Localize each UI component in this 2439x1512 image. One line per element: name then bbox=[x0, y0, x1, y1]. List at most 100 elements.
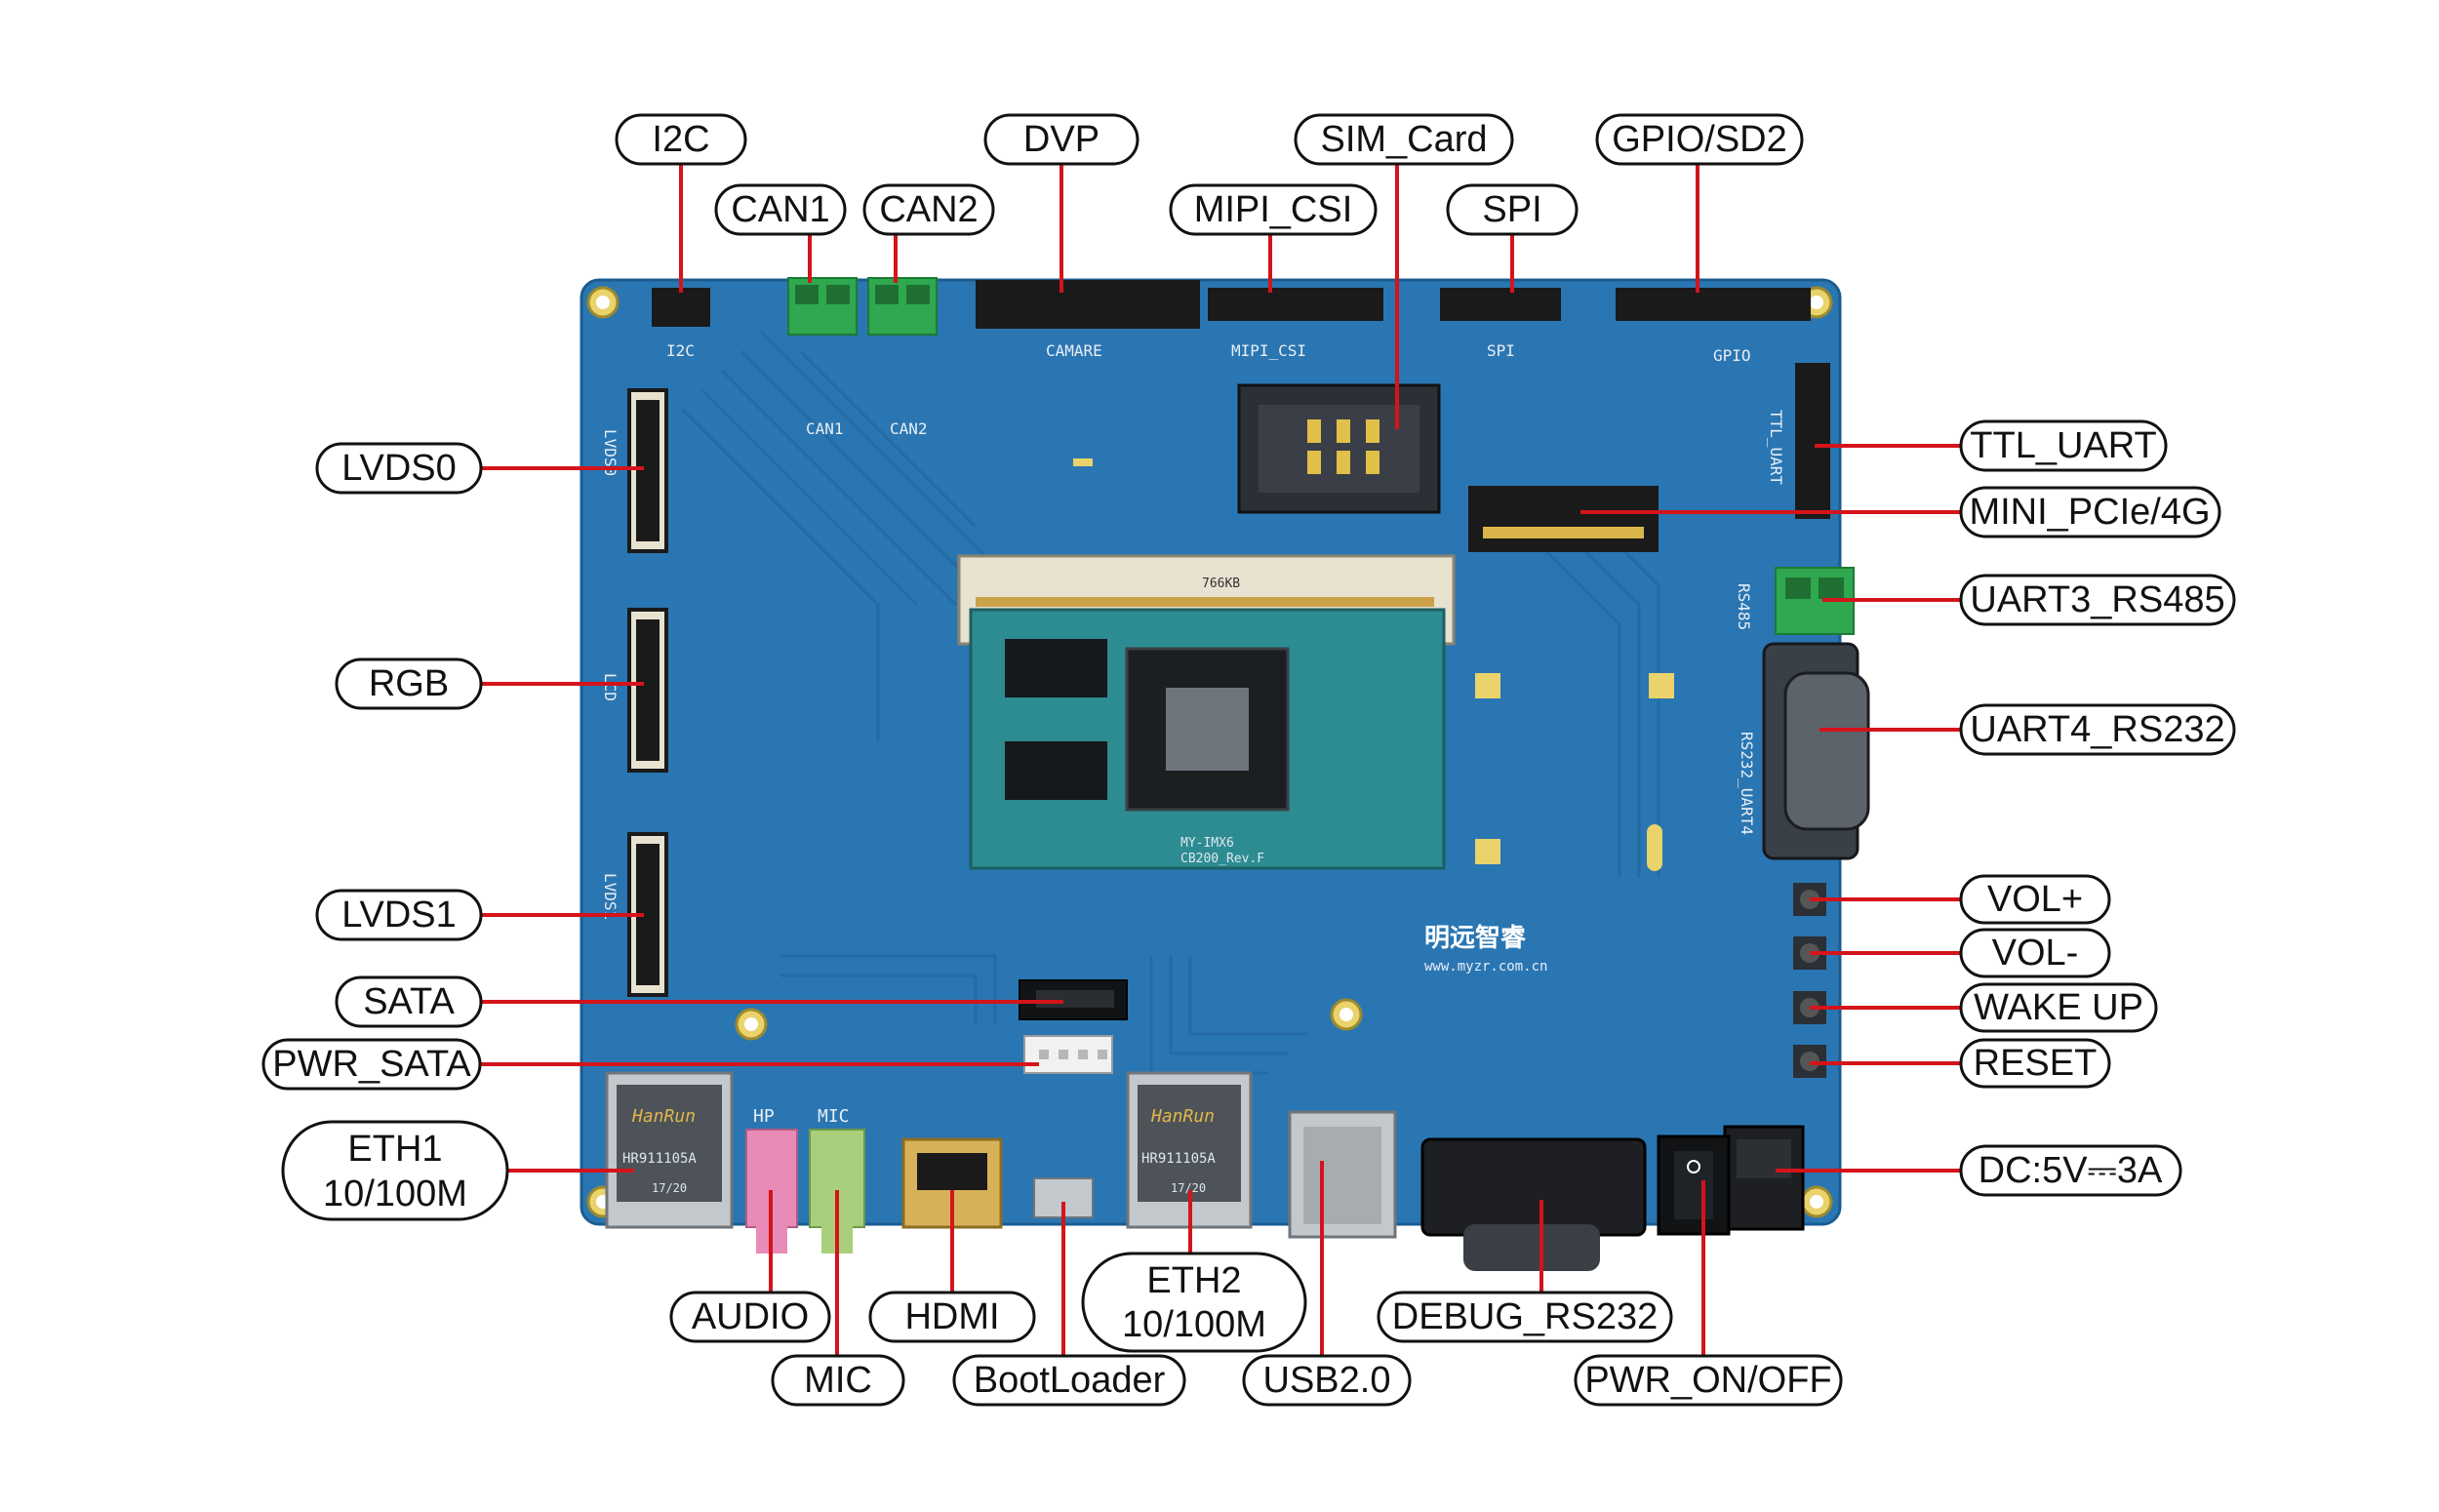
callout-ttl-uart-text: TTL_UART bbox=[1970, 425, 2156, 466]
callout-mic-text: MIC bbox=[804, 1360, 872, 1401]
callout-sata: SATA bbox=[335, 975, 483, 1028]
callout-sata-text: SATA bbox=[363, 981, 455, 1022]
header-spi: SPI bbox=[1440, 288, 1561, 360]
callout-vol-minus-text: VOL- bbox=[1992, 933, 2079, 974]
callout-vol-minus: VOL- bbox=[1959, 928, 2111, 978]
usb-port bbox=[1288, 1110, 1397, 1239]
callout-can1-text: CAN1 bbox=[731, 189, 829, 230]
callout-vol-plus-text: VOL+ bbox=[1987, 879, 2083, 920]
callout-mipi-csi: MIPI_CSI bbox=[1169, 183, 1378, 236]
callout-gpio-sd2: GPIO/SD2 bbox=[1595, 113, 1804, 166]
leader-lines bbox=[480, 163, 1961, 1356]
header-mipi-csi: MIPI_CSI bbox=[1208, 288, 1383, 360]
callout-uart4-text: UART4_RS232 bbox=[1970, 709, 2224, 750]
callout-dc-text: DC:5V⎓3A bbox=[1979, 1150, 2163, 1191]
module-rev: CB200_Rev.F bbox=[1180, 852, 1264, 866]
callout-uart3-text: UART3_RS485 bbox=[1970, 579, 2224, 620]
callout-lvds0-text: LVDS0 bbox=[341, 448, 457, 489]
silk-mipi-csi: MIPI_CSI bbox=[1231, 341, 1306, 360]
mini-pcie-slot bbox=[1468, 486, 1659, 552]
callout-bootloader: BootLoader bbox=[952, 1354, 1186, 1407]
callout-pwr-sata: PWR_SATA bbox=[261, 1038, 482, 1091]
silk-hp: HP bbox=[753, 1106, 775, 1127]
eth1-part: HR911105A bbox=[622, 1151, 697, 1167]
silk-gpio: GPIO bbox=[1713, 346, 1751, 365]
callout-hdmi: HDMI bbox=[868, 1291, 1036, 1343]
silk-rs232-uart4: RS232_UART4 bbox=[1738, 732, 1756, 835]
callout-eth1-text-line2: 10/100M bbox=[323, 1174, 467, 1214]
callout-bootloader-text: BootLoader bbox=[974, 1360, 1166, 1401]
db9-uart4: RS232_UART4 bbox=[1738, 642, 1870, 860]
callout-mini-pcie: MINI_PCIe/4G bbox=[1959, 486, 2221, 538]
callout-uart3: UART3_RS485 bbox=[1959, 574, 2236, 626]
callout-i2c: I2C bbox=[615, 113, 747, 166]
callouts: I2C CAN1 CAN2 DVP MIPI_CSI SIM_Card SPI … bbox=[261, 113, 2236, 1407]
header-ttl-uart: TTL_UART bbox=[1767, 363, 1830, 519]
callout-dvp: DVP bbox=[983, 113, 1140, 166]
power-switch bbox=[1657, 1134, 1731, 1236]
callout-hdmi-text: HDMI bbox=[904, 1296, 999, 1337]
eth2-date: 17/20 bbox=[1171, 1181, 1206, 1195]
callout-audio-text: AUDIO bbox=[692, 1296, 809, 1337]
callout-sim-card-text: SIM_Card bbox=[1320, 119, 1487, 160]
callout-can1: CAN1 bbox=[714, 183, 847, 236]
callout-lvds0: LVDS0 bbox=[315, 442, 483, 495]
callout-gpio-sd2-text: GPIO/SD2 bbox=[1612, 119, 1787, 160]
sim-card-slot bbox=[1237, 383, 1441, 514]
terminal-can1: CAN1 bbox=[787, 277, 858, 438]
silk-rs485: RS485 bbox=[1735, 583, 1753, 630]
callout-can2-text: CAN2 bbox=[879, 189, 978, 230]
rj45-eth1: HanRun HR911105A 17/20 bbox=[605, 1071, 734, 1229]
callout-uart4: UART4_RS232 bbox=[1959, 703, 2236, 756]
callout-eth2-text-line2: 10/100M bbox=[1122, 1304, 1266, 1345]
callout-dvp-text: DVP bbox=[1023, 119, 1100, 160]
eth2-brand: HanRun bbox=[1150, 1106, 1215, 1127]
callout-vol-plus: VOL+ bbox=[1959, 874, 2111, 925]
callout-pwr-onoff-text: PWR_ON/OFF bbox=[1584, 1360, 1831, 1401]
callout-eth1-text-line1: ETH1 bbox=[347, 1129, 442, 1170]
silk-can2: CAN2 bbox=[890, 419, 928, 438]
silk-lcd: LCD bbox=[601, 673, 620, 701]
som-module: MY-IMX6 CB200_Rev.F bbox=[969, 608, 1446, 870]
callout-usb: USB2.0 bbox=[1242, 1354, 1412, 1407]
callout-dc: DC:5V⎓3A bbox=[1959, 1144, 2182, 1197]
silk-can1: CAN1 bbox=[806, 419, 844, 438]
callout-rgb: RGB bbox=[335, 657, 483, 710]
dc-jack bbox=[1723, 1125, 1805, 1231]
eth1-date: 17/20 bbox=[652, 1181, 687, 1195]
header-i2c: I2C bbox=[652, 288, 710, 360]
callout-eth2: ETH2 10/100M bbox=[1081, 1252, 1307, 1353]
callout-mipi-csi-text: MIPI_CSI bbox=[1194, 189, 1353, 230]
silk-mic: MIC bbox=[818, 1106, 850, 1127]
callout-usb-text: USB2.0 bbox=[1263, 1360, 1391, 1401]
callout-pwr-onoff: PWR_ON/OFF bbox=[1574, 1354, 1843, 1407]
callout-mic: MIC bbox=[771, 1354, 905, 1407]
pwr-sata-connector bbox=[1023, 1035, 1113, 1074]
brand-url: www.myzr.com.cn bbox=[1424, 959, 1547, 975]
callout-wake-up: WAKE UP bbox=[1959, 982, 2158, 1033]
callout-rgb-text: RGB bbox=[369, 663, 449, 704]
silk-lvds0: LVDS0 bbox=[601, 429, 620, 476]
brand-cn: 明远智睿 bbox=[1424, 924, 1527, 953]
brand-silk: 明远智睿 www.myzr.com.cn bbox=[1424, 924, 1547, 975]
callout-wake-up-text: WAKE UP bbox=[1974, 987, 2143, 1028]
callout-i2c-text: I2C bbox=[652, 119, 709, 160]
header-gpio: GPIO bbox=[1616, 288, 1811, 365]
socket-code: 766KB bbox=[1202, 577, 1240, 591]
callout-pwr-sata-text: PWR_SATA bbox=[272, 1044, 471, 1085]
callout-lvds1: LVDS1 bbox=[315, 889, 483, 941]
callout-reset-text: RESET bbox=[1974, 1043, 2098, 1084]
silk-lvds1: LVDS1 bbox=[601, 873, 620, 920]
silk-ttl-uart: TTL_UART bbox=[1767, 410, 1785, 485]
callout-eth1: ETH1 10/100M bbox=[281, 1120, 509, 1221]
silk-i2c: I2C bbox=[666, 341, 695, 360]
module-name: MY-IMX6 bbox=[1180, 836, 1234, 851]
callout-spi-text: SPI bbox=[1482, 189, 1541, 230]
fpc-rgb: LCD bbox=[601, 608, 668, 773]
callout-spi: SPI bbox=[1446, 183, 1579, 236]
callout-can2: CAN2 bbox=[862, 183, 995, 236]
fpc-lvds0: LVDS0 bbox=[601, 388, 668, 553]
silk-camare: CAMARE bbox=[1046, 341, 1102, 360]
callout-ttl-uart: TTL_UART bbox=[1959, 419, 2168, 472]
